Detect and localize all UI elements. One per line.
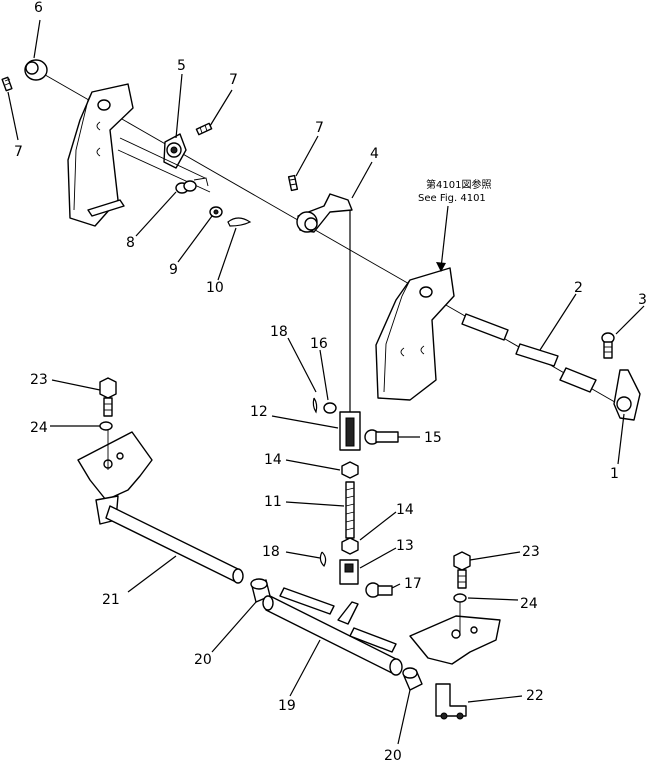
callout-14-upper: 14	[264, 452, 282, 468]
callout-4: 4	[370, 146, 379, 162]
callout-20-left: 20	[194, 652, 212, 668]
part-6-bushing	[24, 59, 48, 81]
part-7-setscrew-left	[1, 76, 13, 92]
part-12-clevis	[339, 411, 361, 451]
part-23-bolt-left	[99, 377, 117, 417]
part-24-washer-left	[99, 421, 113, 431]
left-lower-bracket	[77, 431, 153, 525]
part-18-cotter-lower	[319, 551, 327, 568]
part-5-lever	[163, 133, 187, 169]
part-14-nut-lower	[341, 537, 359, 555]
part-10-cotter	[227, 217, 252, 227]
part-15-pin	[364, 429, 399, 445]
part-8-pin	[175, 177, 209, 194]
part-11-threaded-rod	[345, 481, 355, 539]
callout-7-left: 7	[14, 144, 23, 160]
callout-19: 19	[278, 698, 296, 714]
part-21-tube	[105, 505, 244, 584]
callout-5: 5	[177, 58, 186, 74]
callout-20-right: 20	[384, 748, 402, 764]
callout-23-right: 23	[522, 544, 540, 560]
callout-17: 17	[404, 576, 422, 592]
callout-3: 3	[638, 292, 647, 308]
callout-16: 16	[310, 336, 328, 352]
fig-reference-en: See Fig. 4101	[418, 193, 486, 204]
part-24-washer-right	[453, 593, 467, 603]
callout-24-left: 24	[30, 420, 48, 436]
part-17-pin	[365, 582, 393, 598]
part-22-bracket	[435, 683, 467, 720]
callout-13: 13	[396, 538, 414, 554]
callout-21: 21	[102, 592, 120, 608]
callout-14-lower: 14	[396, 502, 414, 518]
callout-10: 10	[206, 280, 224, 296]
part-16-washer	[323, 402, 337, 414]
part-20-bushing-lower	[402, 667, 423, 691]
right-bracket-plate	[375, 267, 455, 401]
callout-24-right: 24	[520, 596, 538, 612]
part-4-arm	[296, 193, 353, 233]
fig-reference-jp: 第4101図参照	[426, 178, 491, 191]
callout-1: 1	[610, 466, 619, 482]
callout-18-upper: 18	[270, 324, 288, 340]
callout-11: 11	[264, 494, 282, 510]
callout-18-lower: 18	[262, 544, 280, 560]
part-19-cross-tube	[262, 587, 403, 676]
callout-22: 22	[526, 688, 544, 704]
callout-9: 9	[169, 262, 178, 278]
callout-2: 2	[574, 280, 583, 296]
part-23-bolt-right	[453, 551, 471, 589]
right-lower-bracket	[409, 615, 501, 665]
callout-8: 8	[126, 235, 135, 251]
callout-23-left: 23	[30, 372, 48, 388]
part-18-cotter-upper	[312, 397, 318, 414]
callout-6: 6	[34, 0, 43, 16]
fig-reference-arrowhead	[436, 262, 446, 272]
callout-15: 15	[424, 430, 442, 446]
part-13-block	[339, 559, 359, 585]
link-rod-b	[119, 137, 206, 179]
callout-7-middle: 7	[229, 72, 238, 88]
part-1-lever	[613, 369, 641, 421]
part-2-shaft-sleeves	[461, 313, 597, 393]
part-14-nut-upper	[341, 461, 359, 479]
part-3-bolt	[601, 332, 615, 359]
part-7-setscrew-right	[287, 174, 299, 192]
fig-reference-arrow	[440, 205, 449, 269]
part-9-washer	[209, 206, 223, 218]
left-bracket-plate	[67, 83, 134, 227]
part-7-setscrew-middle	[195, 122, 213, 136]
callout-12: 12	[250, 404, 268, 420]
leader-lines	[7, 19, 645, 745]
callout-7-right: 7	[315, 120, 324, 136]
